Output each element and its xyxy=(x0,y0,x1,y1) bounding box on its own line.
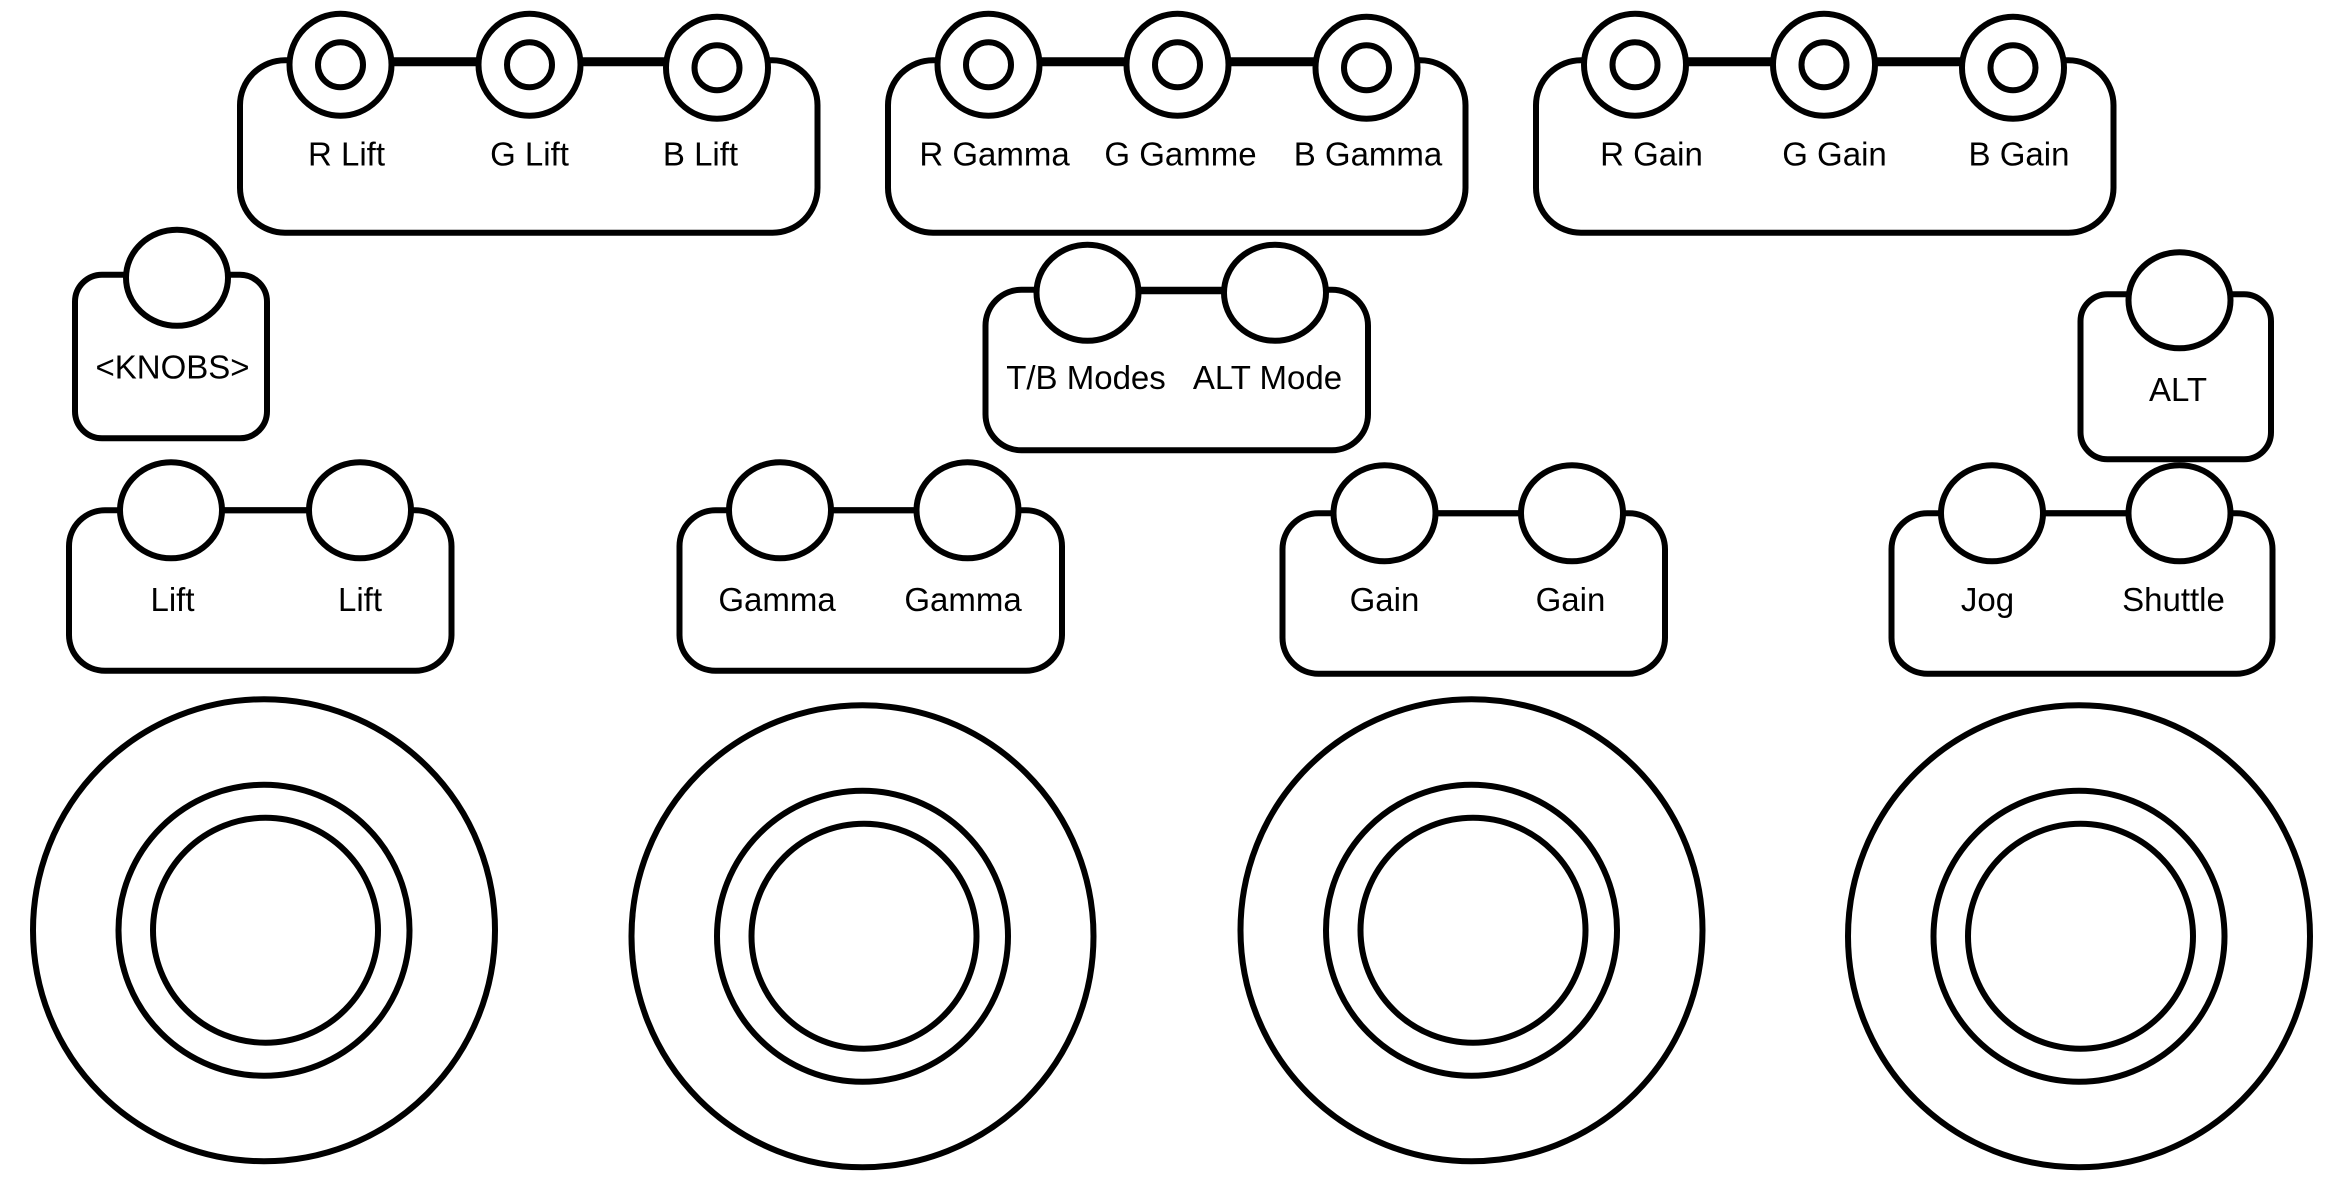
gamma-button-right[interactable] xyxy=(913,459,1022,562)
tb-modes-label: T/B Modes xyxy=(1006,359,1166,396)
lift-pair-group: Lift Lift xyxy=(66,459,455,674)
lift-label-left: Lift xyxy=(150,581,194,618)
knob-center xyxy=(691,42,743,94)
knob-center xyxy=(504,39,555,91)
knob-center xyxy=(1341,42,1392,94)
shuttle-label: Shuttle xyxy=(2122,581,2225,618)
alt-label: ALT xyxy=(2149,371,2207,408)
gamma-pair-group: Gamma Gamma xyxy=(676,459,1065,674)
knob-center xyxy=(963,39,1014,91)
gamma-label-left: Gamma xyxy=(718,581,836,618)
trackball-ball[interactable] xyxy=(1965,820,2196,1052)
g-gain-label: G Gain xyxy=(1782,135,1887,172)
gain-button-right[interactable] xyxy=(1518,462,1626,565)
gamma-label-right: Gamma xyxy=(904,581,1022,618)
jog-label: Jog xyxy=(1961,581,2014,618)
gain-trackball[interactable] xyxy=(1237,696,1706,1165)
g-gamma-label: G Gamme xyxy=(1104,135,1256,172)
jog-shuttle-trackball[interactable] xyxy=(1845,702,2313,1171)
gamma-trackball[interactable] xyxy=(628,702,1097,1171)
b-lift-label: B Lift xyxy=(663,135,738,172)
trackball-ball[interactable] xyxy=(1357,814,1589,1046)
r-gain-label: R Gain xyxy=(1600,135,1703,172)
r-gamma-label: R Gamma xyxy=(919,135,1070,172)
alt-button-group: ALT xyxy=(2077,249,2274,463)
gain-label-right: Gain xyxy=(1536,581,1606,618)
gain-pair-group: Gain Gain xyxy=(1279,462,1668,677)
knob-center xyxy=(315,39,366,91)
lift-button-left[interactable] xyxy=(117,459,225,562)
jog-button[interactable] xyxy=(1938,462,2046,565)
knobs-button-group: <KNOBS> xyxy=(72,226,270,442)
gamma-button-left[interactable] xyxy=(726,459,834,562)
rgb-gain-group: R Gain G Gain B Gain xyxy=(1533,10,2117,236)
rgb-gamma-group: R Gamma G Gamme B Gamma xyxy=(885,10,1469,236)
lift-label-right: Lift xyxy=(338,581,382,618)
alt-button[interactable] xyxy=(2125,249,2234,352)
shuttle-button[interactable] xyxy=(2125,462,2234,565)
trackball-ball[interactable] xyxy=(748,820,980,1052)
knob-center xyxy=(1609,39,1661,91)
b-gamma-label: B Gamma xyxy=(1294,135,1443,172)
knobs-label: <KNOBS> xyxy=(95,348,249,385)
g-lift-label: G Lift xyxy=(490,135,569,172)
trackball-ball[interactable] xyxy=(150,814,381,1046)
knob-center xyxy=(1152,39,1203,91)
lift-trackball[interactable] xyxy=(30,696,498,1165)
modes-group: T/B Modes ALT Mode xyxy=(982,241,1371,454)
lift-button-right[interactable] xyxy=(306,459,414,562)
gain-button-left[interactable] xyxy=(1330,462,1439,565)
tb-modes-button[interactable] xyxy=(1033,241,1142,344)
alt-mode-label: ALT Mode xyxy=(1193,359,1342,396)
r-lift-label: R Lift xyxy=(308,135,385,172)
b-gain-label: B Gain xyxy=(1969,135,2070,172)
knobs-button[interactable] xyxy=(123,226,231,329)
gain-label-left: Gain xyxy=(1350,581,1420,618)
rgb-lift-group: R Lift G Lift B Lift xyxy=(237,10,821,236)
knob-center xyxy=(1987,42,2039,94)
jog-shuttle-group: Jog Shuttle xyxy=(1888,462,2276,677)
knob-center xyxy=(1798,39,1850,91)
alt-mode-button[interactable] xyxy=(1221,241,1329,344)
